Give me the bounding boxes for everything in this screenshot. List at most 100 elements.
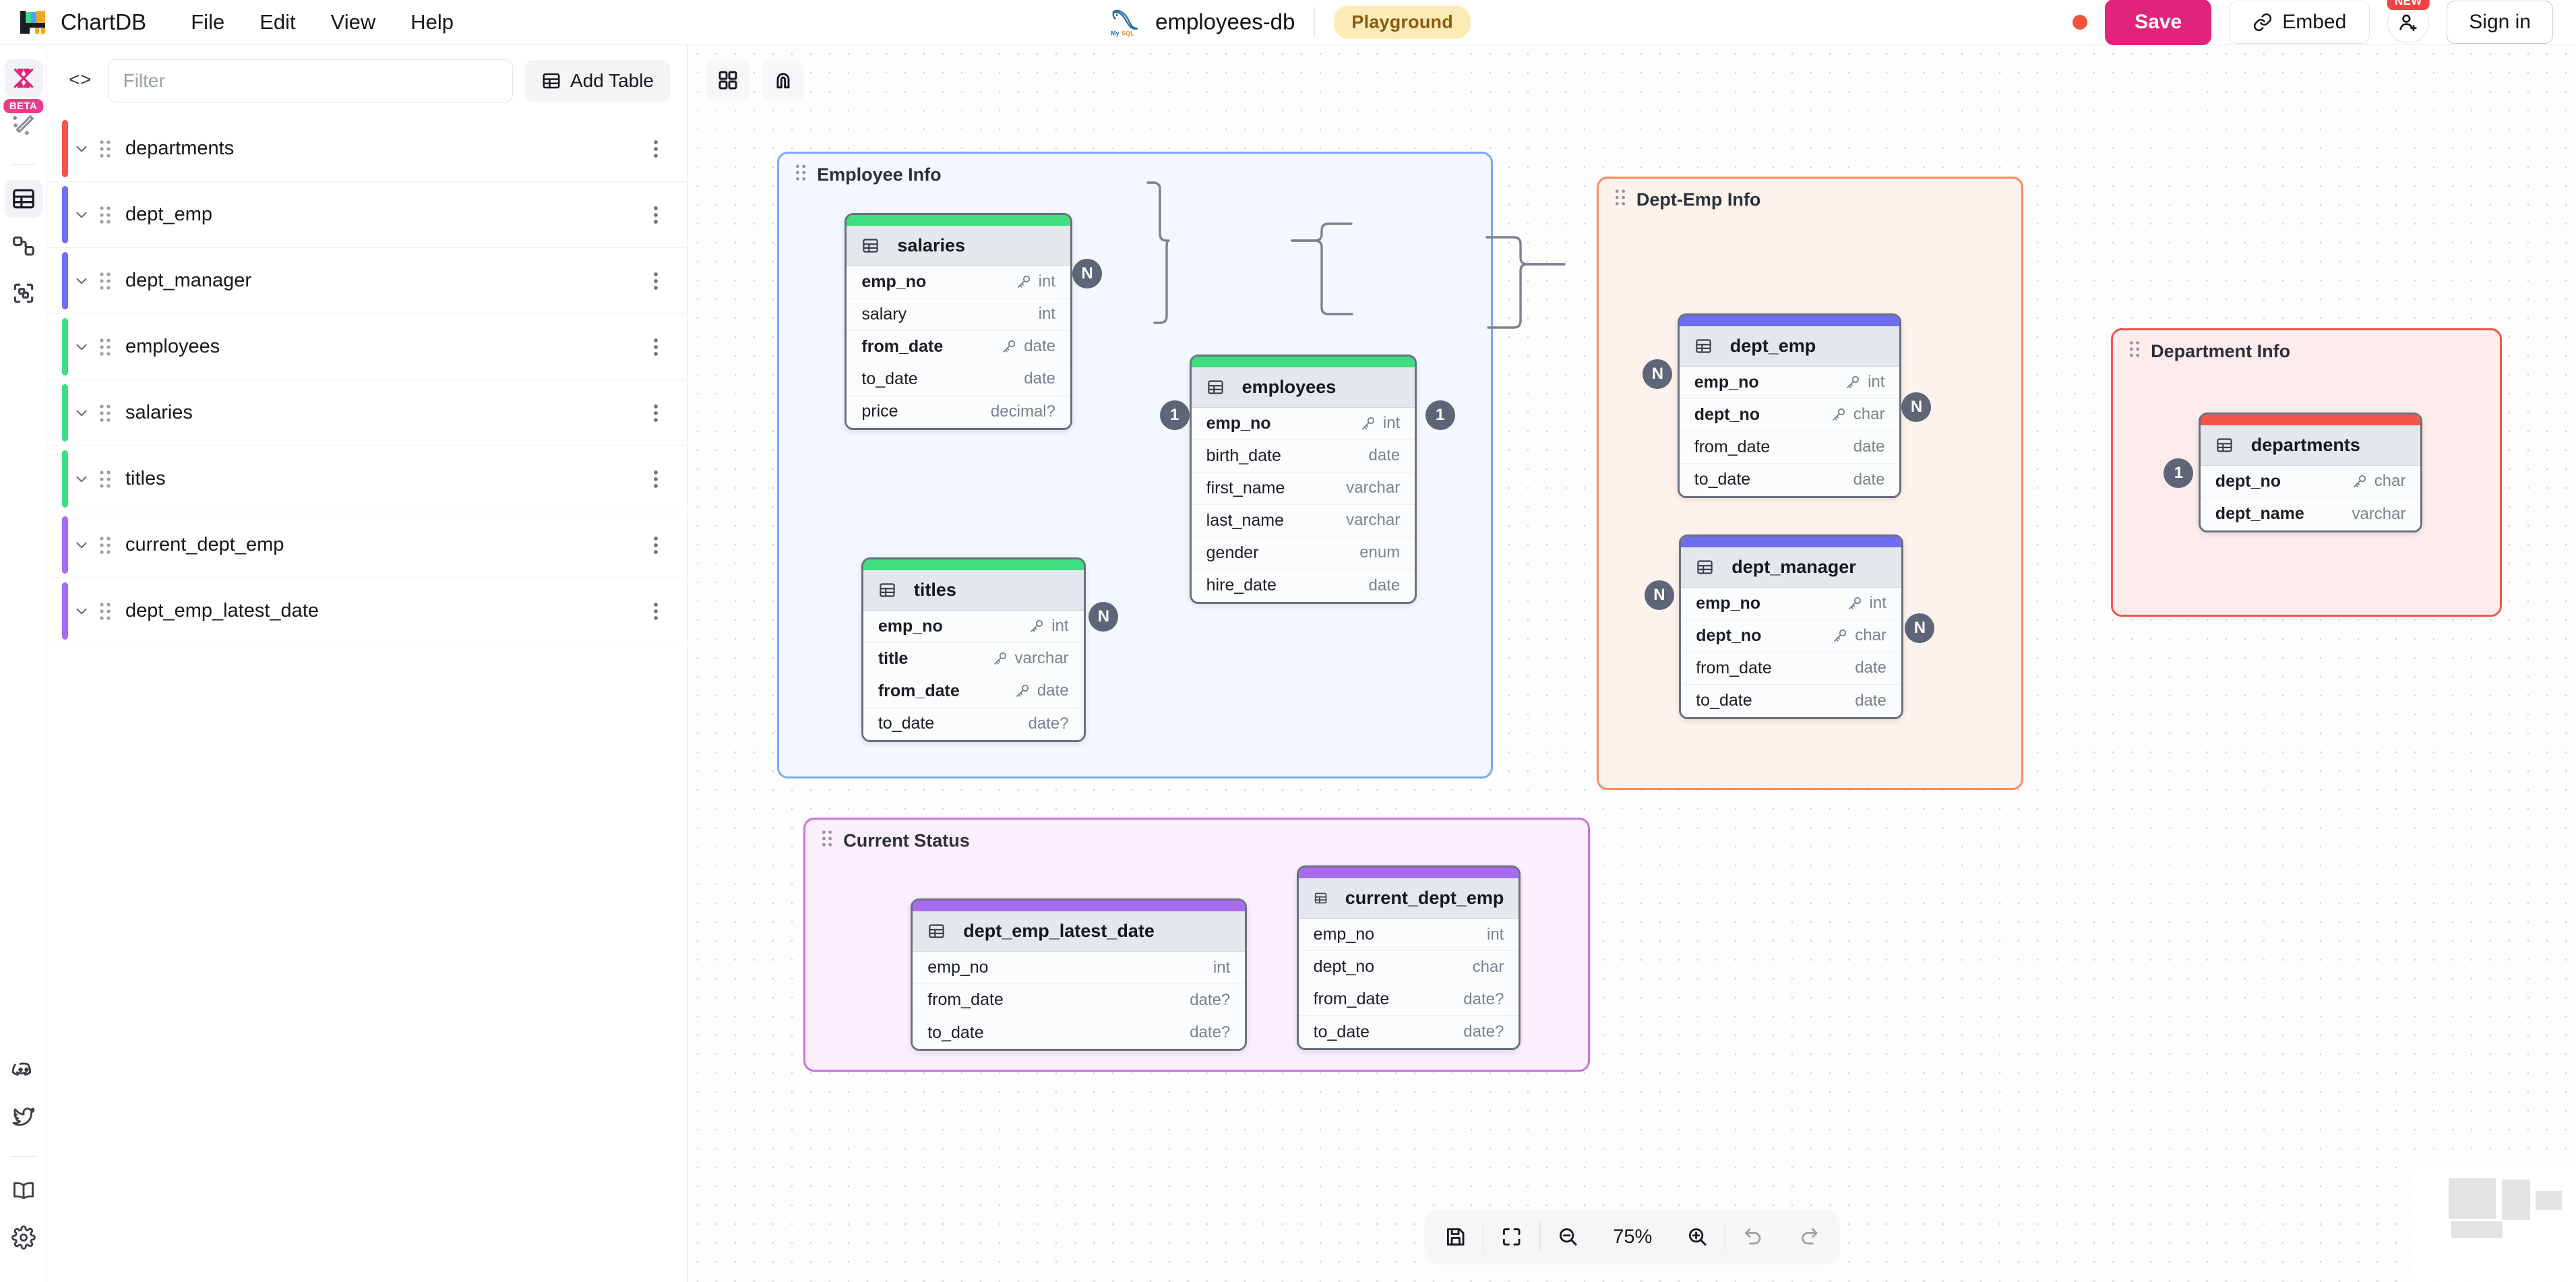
rail-item-magic-ai[interactable]: BETA bbox=[3, 99, 44, 144]
table-list-item-salaries[interactable]: salaries bbox=[47, 380, 687, 446]
embed-button[interactable]: Embed bbox=[2229, 0, 2370, 44]
row-options-button[interactable] bbox=[648, 205, 663, 225]
table-header[interactable]: departments bbox=[2200, 425, 2421, 466]
menu-item-file[interactable]: File bbox=[191, 9, 225, 34]
collapse-chevrons-icon[interactable]: <> bbox=[69, 70, 92, 92]
canvas-minimap[interactable] bbox=[2413, 1166, 2576, 1282]
diagram-name[interactable]: employees-db bbox=[1155, 9, 1295, 34]
menu-item-help[interactable]: Help bbox=[410, 9, 454, 34]
row-options-button[interactable] bbox=[648, 271, 663, 291]
table-list-item-current_dept_emp[interactable]: current_dept_emp bbox=[47, 512, 687, 578]
rail-item-settings[interactable] bbox=[5, 1219, 42, 1256]
sign-in-button[interactable]: Sign in bbox=[2447, 0, 2553, 44]
expand-toggle[interactable] bbox=[70, 140, 93, 158]
area-drag-grip-icon[interactable] bbox=[2128, 340, 2141, 363]
rail-item-relationships[interactable] bbox=[5, 227, 42, 265]
add-table-button[interactable]: Add Table bbox=[524, 60, 670, 102]
area-drag-grip-icon[interactable] bbox=[820, 829, 834, 853]
table-header[interactable]: titles bbox=[863, 570, 1084, 611]
table-header[interactable]: employees bbox=[1191, 367, 1415, 408]
drag-handle[interactable] bbox=[93, 205, 117, 225]
area-drag-grip-icon[interactable] bbox=[1614, 188, 1627, 212]
save-button[interactable]: Save bbox=[2105, 0, 2212, 45]
row-options-button[interactable] bbox=[648, 601, 663, 621]
expand-toggle[interactable] bbox=[70, 338, 93, 356]
expand-toggle[interactable] bbox=[70, 470, 93, 488]
drag-handle[interactable] bbox=[93, 601, 117, 621]
table-header[interactable]: dept_emp_latest_date bbox=[913, 911, 1246, 952]
expand-toggle[interactable] bbox=[70, 206, 93, 224]
row-options-button[interactable] bbox=[648, 337, 663, 357]
grid-view-button[interactable] bbox=[707, 59, 749, 101]
expand-toggle[interactable] bbox=[70, 537, 93, 554]
rail-item-docs[interactable] bbox=[5, 1171, 42, 1209]
zoom-out-button[interactable] bbox=[1540, 1215, 1595, 1259]
table-list-item-dept_manager[interactable]: dept_manager bbox=[47, 248, 687, 314]
expand-toggle[interactable] bbox=[70, 603, 93, 620]
expand-toggle[interactable] bbox=[70, 404, 93, 422]
fit-to-screen-button[interactable] bbox=[1484, 1215, 1539, 1259]
drag-handle[interactable] bbox=[93, 271, 117, 291]
table-header[interactable]: dept_manager bbox=[1681, 547, 1901, 588]
table-header[interactable]: current_dept_emp bbox=[1298, 878, 1519, 919]
expand-toggle[interactable] bbox=[70, 272, 93, 290]
drag-handle[interactable] bbox=[93, 469, 117, 489]
filter-input[interactable] bbox=[107, 59, 513, 102]
table-header[interactable]: dept_emp bbox=[1679, 326, 1900, 367]
user-account-button[interactable]: NEW bbox=[2387, 0, 2430, 43]
table-list-item-dept_emp[interactable]: dept_emp bbox=[47, 182, 687, 248]
area-drag-grip-icon[interactable] bbox=[794, 163, 807, 187]
redo-button[interactable] bbox=[1781, 1215, 1837, 1259]
drag-handle[interactable] bbox=[93, 403, 117, 423]
row-options-button[interactable] bbox=[648, 139, 663, 159]
zoom-level-label[interactable]: 75% bbox=[1613, 1225, 1653, 1248]
drag-handle[interactable] bbox=[93, 139, 117, 159]
menu-item-view[interactable]: View bbox=[330, 9, 376, 34]
magnet-snap-button[interactable] bbox=[762, 59, 804, 101]
rail-item-twitter[interactable] bbox=[5, 1098, 42, 1136]
rail-item-diagrams[interactable] bbox=[4, 59, 42, 97]
table-list-item-departments[interactable]: departments bbox=[47, 116, 687, 182]
rail-item-tables[interactable] bbox=[4, 180, 42, 218]
table-list-item-dept_emp_latest_date[interactable]: dept_emp_latest_date bbox=[47, 578, 687, 644]
rail-item-areas[interactable] bbox=[5, 274, 42, 312]
drag-handle[interactable] bbox=[93, 535, 117, 555]
table-list-item-employees[interactable]: employees bbox=[47, 314, 687, 380]
save-diagram-button[interactable] bbox=[1428, 1215, 1483, 1259]
